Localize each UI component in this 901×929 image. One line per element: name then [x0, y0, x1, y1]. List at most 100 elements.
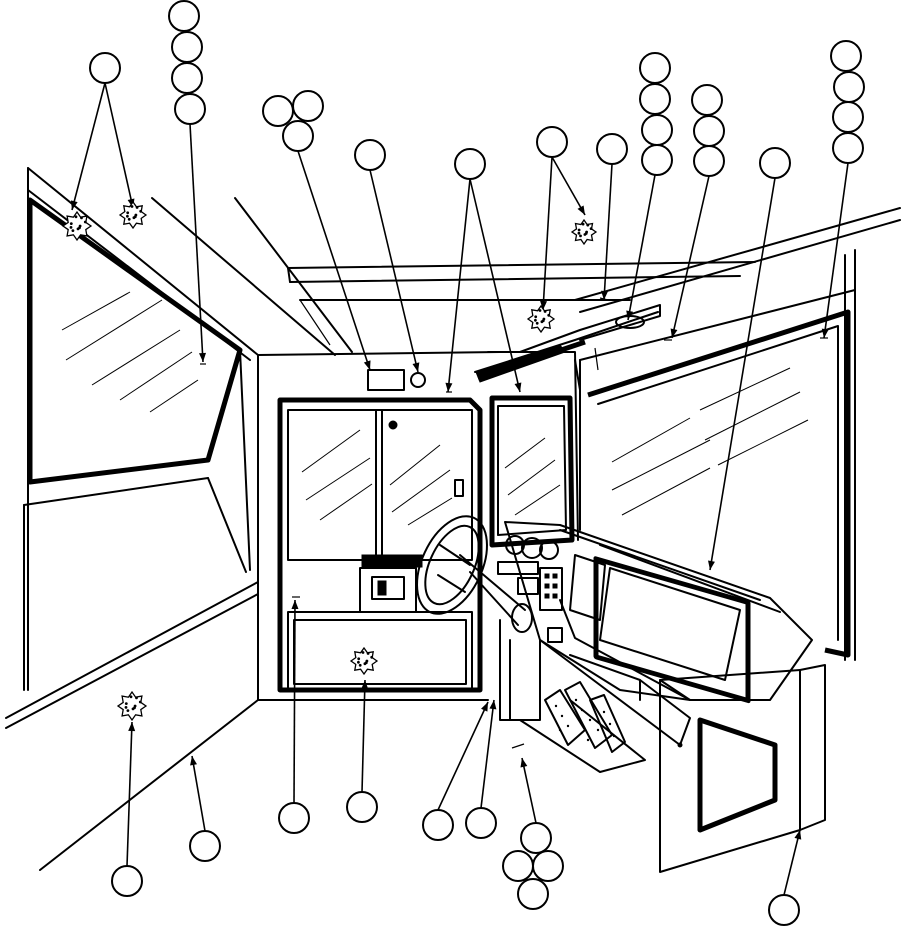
callout-circle: [693, 145, 725, 177]
pedals: [511, 681, 646, 773]
callout-circle: [354, 139, 386, 171]
hatched-marker-dot: [370, 655, 374, 659]
callout-circle: [111, 865, 143, 897]
leader-line: [521, 757, 537, 824]
hatched-marker: [118, 200, 148, 230]
hatched-marker-dot: [366, 652, 370, 655]
leader-arrowhead: [190, 756, 197, 766]
hatched-marker-dot: [138, 700, 142, 704]
callout-circle: [520, 822, 552, 854]
callout-circle: [639, 83, 671, 115]
hatched-marker-dot: [535, 321, 539, 325]
callout-circle: [641, 144, 673, 176]
leader-arrowhead: [361, 680, 369, 690]
callout-circle: [292, 90, 324, 122]
hatched-marker-dot: [361, 651, 365, 654]
leader-arrowhead: [626, 310, 634, 320]
hatched-marker-dot: [538, 309, 542, 312]
hatched-marker-dot: [540, 320, 544, 324]
callout-circle: [691, 84, 723, 116]
steering-assembly: [416, 515, 541, 721]
leader-line: [627, 174, 656, 321]
callout-circle: [693, 115, 725, 147]
hatched-marker-dot: [132, 216, 136, 220]
right-storage-console: [659, 664, 826, 873]
leader-line: [293, 599, 296, 804]
leader-arrowhead: [412, 362, 420, 372]
leader-arrowhead: [601, 290, 609, 300]
hatched-marker: [570, 218, 598, 246]
leader-line: [823, 162, 849, 339]
leader-line: [297, 150, 371, 371]
leader-line: [709, 177, 776, 571]
hatched-marker-dot: [357, 657, 361, 661]
callout-circle: [832, 101, 864, 133]
hatched-marker-dot: [129, 695, 133, 699]
rear-door: [277, 397, 483, 693]
callout-circle: [639, 52, 671, 84]
leader-arrowhead: [577, 205, 585, 215]
callout-circle: [278, 802, 310, 834]
leader-line: [469, 178, 521, 393]
callout-circle: [454, 148, 486, 180]
hatched-marker-dot: [586, 223, 590, 227]
leader-arrowhead: [821, 328, 829, 338]
rear-wall: [257, 351, 501, 701]
hatched-marker-dot: [131, 707, 135, 711]
wall-marks: [200, 297, 828, 393]
callout-circle: [833, 71, 865, 103]
callout-circle: [465, 807, 497, 839]
leader-arrowhead: [199, 352, 207, 362]
callout-circles: [89, 0, 865, 926]
rear-door-glass-glare: [301, 429, 453, 526]
leader-arrowhead: [708, 560, 715, 570]
hatched-marker-dot: [71, 229, 75, 233]
callout-circle: [759, 147, 791, 179]
hatched-marker-dot: [357, 660, 360, 664]
hatched-marker-dot: [534, 315, 538, 319]
right-window: [579, 249, 856, 661]
callout-circle: [768, 894, 800, 926]
callout-circle: [171, 31, 203, 63]
hatched-marker-dot: [126, 214, 129, 218]
callout-circle: [422, 809, 454, 841]
callout-circle: [536, 126, 568, 158]
hatched-marker-dot: [127, 217, 131, 221]
hatched-marker-dot: [581, 222, 585, 226]
hatched-marker-dot: [124, 706, 128, 709]
hatched-marker-dot: [74, 215, 78, 219]
callout-circle: [174, 93, 206, 125]
hatched-markers: [61, 200, 598, 722]
leader-line: [369, 169, 419, 373]
leader-arrowhead: [794, 830, 802, 840]
callout-circle: [596, 133, 628, 165]
leader-line: [603, 163, 613, 301]
right-window-glass-glare: [611, 367, 809, 516]
leader-arrowhead: [70, 200, 78, 210]
hatched-marker-dot: [583, 233, 587, 236]
leader-line: [437, 701, 489, 811]
callout-circle: [502, 850, 534, 882]
leader-arrowhead: [520, 758, 528, 768]
hatched-marker: [349, 646, 379, 676]
leader-line: [104, 82, 134, 209]
hatched-marker-dot: [126, 211, 130, 215]
leader-arrowhead: [514, 382, 522, 392]
leader-line: [71, 82, 106, 211]
leader-arrowhead: [540, 300, 548, 310]
leader-arrowhead: [489, 700, 497, 710]
leader-arrowhead: [481, 702, 488, 712]
leader-line: [189, 123, 204, 363]
left-wall: [5, 167, 259, 871]
hatched-marker-dot: [534, 318, 537, 322]
hatched-marker-dot: [126, 709, 130, 712]
hatched-marker-dot: [83, 220, 87, 224]
callout-circle: [830, 40, 862, 72]
leader-line: [447, 178, 471, 393]
dashboard: [497, 521, 813, 746]
callout-circle: [282, 120, 314, 152]
leader-arrowhead: [445, 382, 453, 392]
hatched-marker-dot: [130, 205, 134, 208]
callout-circle: [346, 791, 378, 823]
